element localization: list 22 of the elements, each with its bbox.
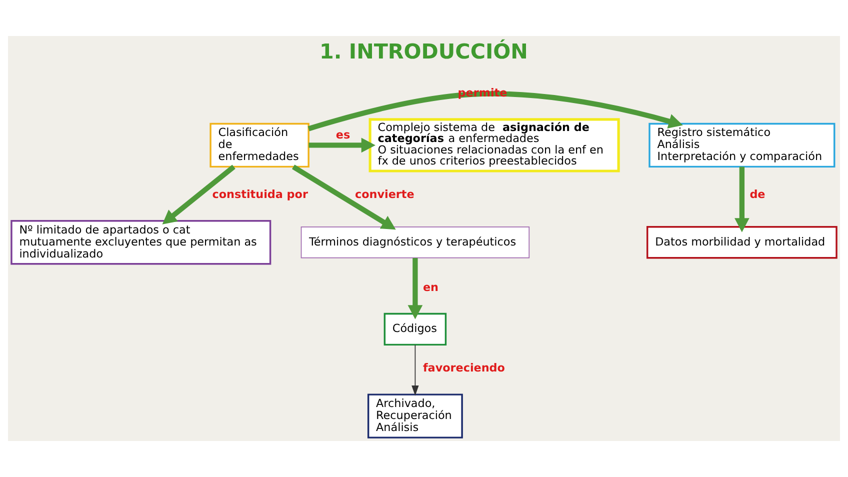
arrow [292, 164, 396, 230]
arrow [734, 166, 750, 232]
edge-label: es [336, 128, 350, 142]
node-box: Archivado, Recuperación Análisis [367, 394, 463, 438]
arrow [408, 258, 423, 320]
node-box: Clasificación de enfermedades [210, 122, 310, 168]
edge-label: favoreciendo [422, 362, 505, 375]
node-box: Datos morbilidad y mortalidad [646, 226, 838, 259]
node-box: Registro sistemático Análisis Interpretación y comparación [648, 122, 836, 168]
arrow [162, 164, 236, 224]
arrow [308, 91, 683, 132]
node-box: Códigos [384, 312, 447, 346]
edge-label: constituida por [212, 188, 308, 201]
edge-label: convierte [355, 188, 414, 201]
edge-label: de [750, 188, 766, 201]
diagram-title: 1. INTRODUCCIÓN [320, 40, 528, 64]
node-box: Nº limitado de apartados o cat mutuamente excluyentes que permitan as individualizado [10, 220, 272, 265]
node-box: Términos diagnósticos y terapéuticos [300, 226, 530, 258]
arrow [308, 138, 376, 153]
arrow [412, 344, 419, 396]
edge-label: en [422, 280, 438, 294]
node-box: Complejo sistema de asignación de categorías a enfermedades O situaciones relacionadas con la enf en fx de unos criterios preestablecidos [368, 118, 620, 172]
